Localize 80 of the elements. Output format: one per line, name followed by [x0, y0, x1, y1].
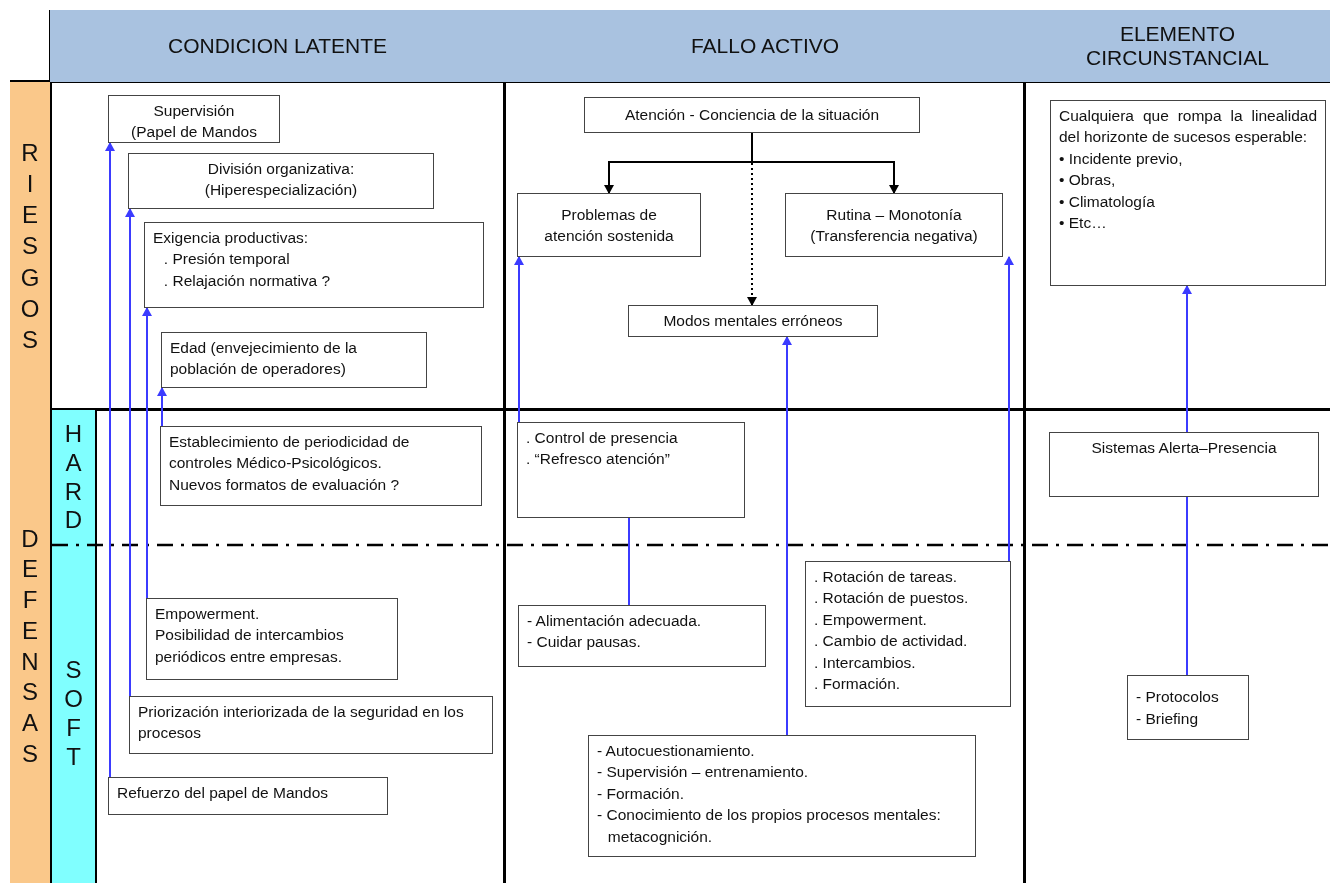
text-box [1050, 100, 1326, 286]
box-text: - Protocolos [1136, 687, 1220, 708]
box-text: . Presión temporal [162, 249, 291, 270]
box-text: (Papel de Mandos [131, 122, 257, 143]
row-header: DEFENSAS [10, 410, 50, 883]
box-text: . Relajación normativa ? [162, 270, 332, 291]
box-text: • Etc… [1059, 212, 1108, 233]
box-text: . Empowerment. [814, 609, 928, 630]
text-box [584, 97, 920, 133]
box-text: - Alimentación adecuada. [527, 611, 703, 631]
arrow [1004, 256, 1014, 562]
arrow [142, 307, 152, 599]
box-text: Priorización interiorizada de la seguridad en los procesos [138, 702, 465, 744]
box-text: atención sostenida [544, 226, 674, 246]
box-text: • Climatología [1059, 191, 1156, 212]
connector-line [1186, 496, 1188, 676]
box-text: . Rotación de puestos. [814, 588, 970, 609]
text-box [129, 696, 493, 754]
text-box [160, 426, 482, 506]
text-box [785, 193, 1003, 257]
row-header: SOFT [52, 545, 95, 883]
box-text: - Formación. [597, 783, 685, 804]
text-box [128, 153, 434, 209]
arrow [747, 132, 757, 306]
box-text: Nuevos formatos de evaluación ? [169, 474, 401, 495]
arrow [157, 387, 167, 427]
box-text: Establecimiento de periodicidad de controles Médico-Psicológicos. [169, 432, 411, 474]
arrow [1182, 285, 1192, 433]
text-box [1049, 432, 1319, 497]
box-text: Sistemas Alerta–Presencia [1091, 438, 1277, 458]
box-text: . “Refresco atención” [526, 449, 671, 470]
row-header: RIESGOS [10, 82, 50, 410]
box-text: . Intercambios. [814, 652, 917, 673]
box-text: (Transferencia negativa) [810, 226, 978, 246]
text-box [1127, 675, 1249, 740]
column-header: CONDICION LATENTE [50, 10, 505, 82]
box-text: Problemas de [561, 204, 657, 225]
text-box [517, 422, 745, 518]
row-header: HARD [52, 410, 95, 545]
box-text: Empowerment. [155, 604, 261, 624]
arrow [782, 336, 792, 736]
box-text: • Obras, [1059, 170, 1117, 191]
connector-line [628, 517, 630, 606]
box-text: Modos mentales erróneos [663, 311, 843, 332]
box-text: - Cuidar pausas. [527, 632, 642, 653]
box-text: Atención - Conciencia de la situación [624, 105, 880, 126]
box-text: División organizativa: [207, 159, 355, 179]
text-box [144, 222, 484, 308]
box-text: (Hiperespecialización) [204, 180, 358, 201]
arrow [105, 142, 115, 778]
text-box [108, 777, 388, 815]
box-text: . Control de presencia [526, 428, 679, 448]
column-header: FALLO ACTIVO [505, 10, 1025, 82]
box-text: Posibilidad de intercambios periódicos entre empresas. [155, 625, 345, 667]
box-text: - Autocuestionamiento. [597, 741, 756, 761]
box-text: Edad (envejecimiento de la población de operadores) [170, 338, 358, 380]
box-text: . Rotación de tareas. [814, 567, 959, 587]
box-text: Refuerzo del papel de Mandos [117, 783, 330, 803]
text-box [628, 305, 878, 337]
box-text: - Supervisión – entrenamiento. [597, 762, 810, 783]
arrow [125, 208, 135, 697]
text-box [146, 598, 398, 680]
text-box [517, 193, 701, 257]
text-box [161, 332, 427, 388]
box-text: Supervisión [153, 101, 235, 121]
column-header: ELEMENTO CIRCUNSTANCIAL [1025, 10, 1330, 82]
text-box [805, 561, 1011, 707]
box-text: • Incidente previo, [1059, 148, 1184, 169]
text-box [588, 735, 976, 857]
text-box [518, 605, 766, 667]
box-text: - Conocimiento de los propios procesos mentales: metacognición. [597, 805, 942, 847]
box-text: . Cambio de actividad. [814, 631, 969, 652]
arrow [751, 132, 899, 194]
box-text: Exigencia productivas: [153, 228, 310, 248]
box-text: - Briefing [1136, 708, 1200, 729]
box-text: . Formación. [814, 673, 902, 694]
box-text: Rutina – Monotonía [826, 204, 962, 225]
arrow [514, 256, 524, 423]
box-text: Cualquiera que rompa la linealidad del horizonte de sucesos esperable: [1059, 106, 1317, 148]
text-box [108, 95, 280, 143]
